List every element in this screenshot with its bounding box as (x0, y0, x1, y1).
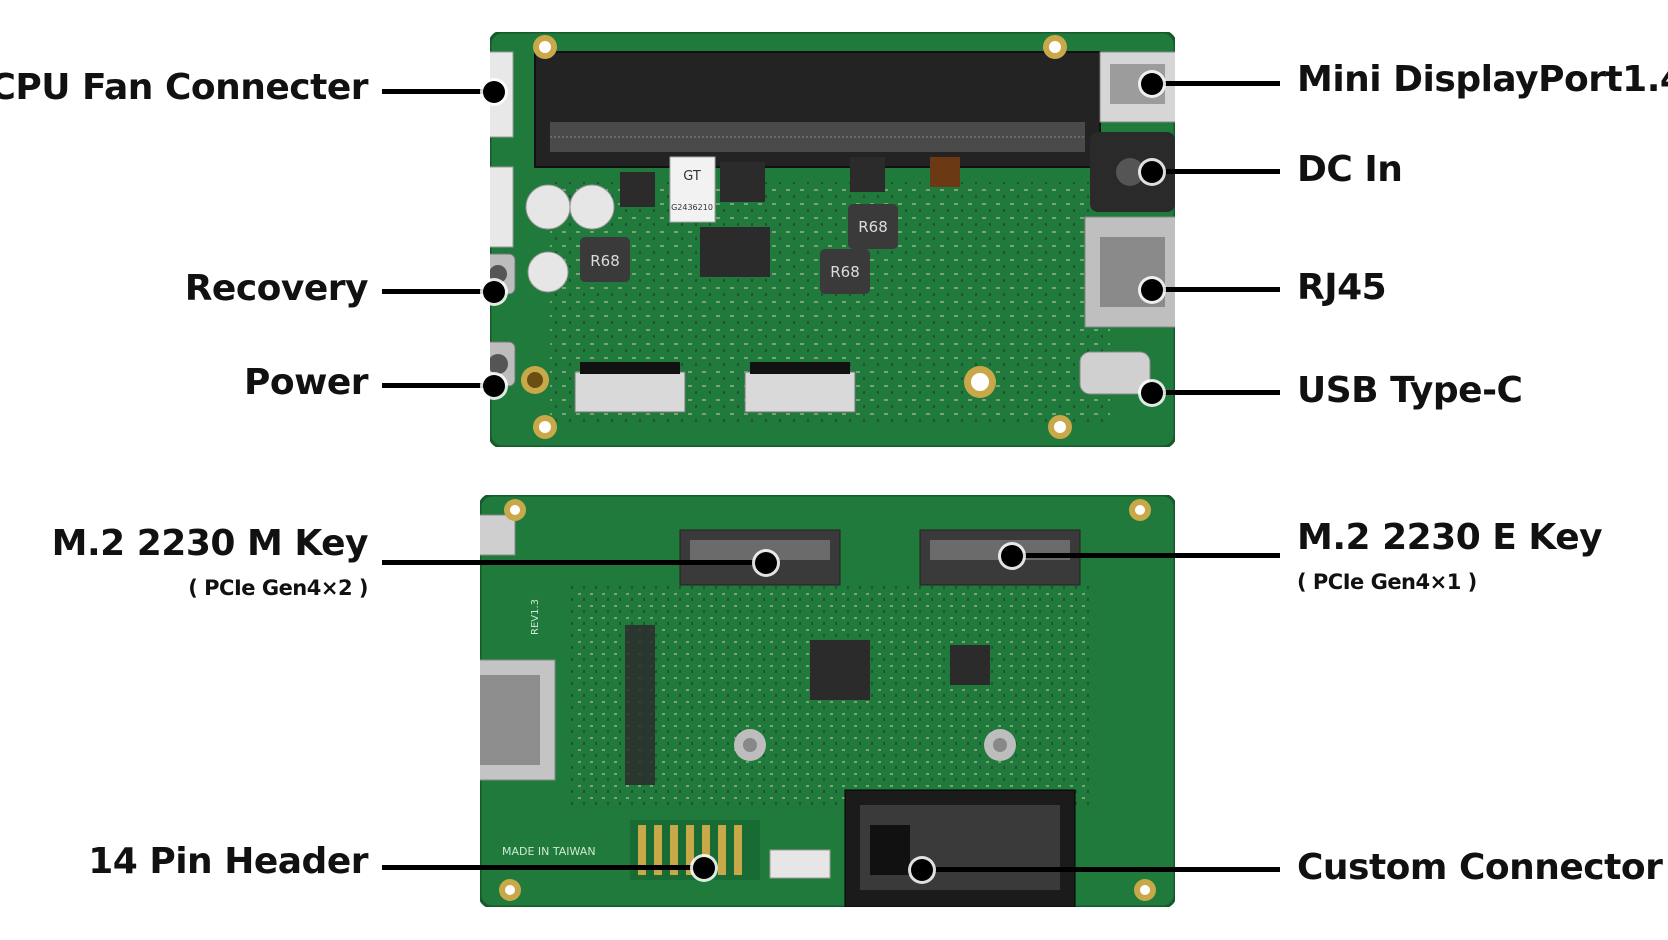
rj45-marker (1141, 279, 1163, 301)
usb-type-c-leader (1150, 390, 1280, 395)
pin-header-label: 14 Pin Header (88, 841, 368, 882)
m2-m-key-sublabel: ( PCIe Gen4×2 ) (188, 576, 368, 600)
dc-in-label: DC In (1297, 149, 1403, 190)
dc-in-leader (1150, 169, 1280, 174)
recovery-marker (483, 281, 505, 303)
custom-connector-label: Custom Connector (1297, 847, 1663, 888)
chip-gt-text: GT (683, 169, 701, 184)
chip-code-text: G2436210 (671, 203, 713, 212)
mini-displayport-marker (1141, 73, 1163, 95)
recovery-leader (382, 289, 492, 294)
m2-m-key-leader (382, 560, 762, 565)
pin-header-marker (693, 857, 715, 879)
inductor-2-text: R68 (858, 218, 888, 236)
m2-e-key-leader (1010, 553, 1280, 558)
rj45-label: RJ45 (1297, 267, 1387, 308)
dc-in-marker (1141, 161, 1163, 183)
silk-made-in-taiwan: MADE IN TAIWAN (502, 845, 596, 858)
top-board: GT G2436210 R68 R68 R68 (490, 32, 1175, 447)
bottom-board: MADE IN TAIWAN REV1.3 (480, 495, 1175, 907)
cpu-fan-connector-leader (382, 89, 492, 94)
m2-m-key-label: M.2 2230 M Key (51, 523, 369, 564)
m2-e-key-label: M.2 2230 E Key (1297, 517, 1603, 558)
power-leader (382, 383, 492, 388)
m2-e-key-sublabel: ( PCIe Gen4×1 ) (1297, 570, 1477, 594)
power-label: Power (243, 362, 369, 403)
usb-type-c-marker (1141, 382, 1163, 404)
mini-displayport-label: Mini DisplayPort1.4 (1297, 59, 1668, 100)
usb-c-port (1079, 351, 1151, 395)
cpu-fan-connector-marker (483, 81, 505, 103)
power-marker (483, 375, 505, 397)
custom-connector-marker (911, 859, 933, 881)
recovery-label: Recovery (184, 268, 369, 309)
inductor-1-text: R68 (590, 252, 620, 270)
mini-displayport-leader (1150, 81, 1280, 86)
m2-m-key-marker (755, 552, 777, 574)
silk-rev: REV1.3 (530, 599, 541, 635)
usb-type-c-label: USB Type-C (1297, 370, 1523, 411)
cpu-fan-connector-label: CPU Fan Connecter (0, 67, 368, 108)
m2-e-key-marker (1001, 545, 1023, 567)
custom-connector-leader (920, 867, 1280, 872)
rj45-leader (1150, 287, 1280, 292)
pin-header-leader (382, 865, 702, 870)
inductor-3-text: R68 (830, 263, 860, 281)
